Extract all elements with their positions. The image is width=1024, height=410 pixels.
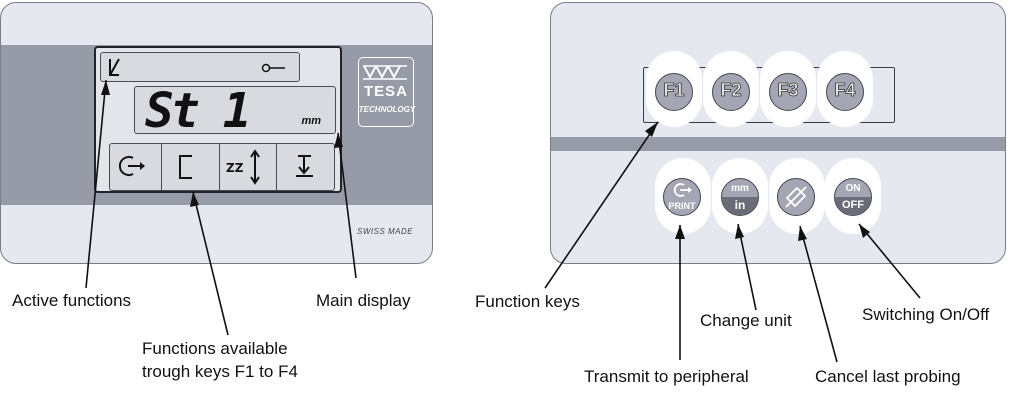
zz-arrow-icon: ZZ <box>226 149 260 185</box>
label-transmit: Transmit to peripheral <box>584 367 749 386</box>
unit-key-bottom: in <box>722 197 758 215</box>
f2-key[interactable]: F2 <box>712 73 750 111</box>
softkey-f3: ZZ <box>220 144 277 190</box>
lcd-display: St 1 mm ZZ <box>94 46 342 193</box>
tesa-logo: TESA TECHNOLOGY <box>358 57 415 127</box>
main-reading: St 1 <box>145 83 252 139</box>
leader-change-unit <box>737 223 757 311</box>
power-key-top: ON <box>835 179 871 197</box>
power-key-bottom: OFF <box>835 197 871 215</box>
active-function-icon <box>109 58 120 76</box>
leader-cancel <box>799 225 838 363</box>
softkey-f4 <box>277 144 334 190</box>
power-key[interactable]: ON OFF <box>834 178 872 216</box>
label-functions-available-1: Functions available <box>142 339 288 358</box>
key-icon <box>261 63 285 73</box>
cancel-probing-icon <box>785 186 807 208</box>
leader-function-keys <box>544 121 659 289</box>
zero-set-icon <box>296 155 313 177</box>
brand-name: TESA <box>363 83 408 100</box>
label-active-functions: Active functions <box>12 291 132 310</box>
brand-subtitle: TECHNOLOGY <box>358 105 416 114</box>
softkey-f2 <box>162 144 220 190</box>
arrow-functions-available <box>190 192 199 207</box>
arrow-cancel <box>798 226 807 241</box>
in-label: in <box>734 198 746 212</box>
display-unit-panel: St 1 mm ZZ <box>0 2 433 264</box>
arrow-switching <box>859 224 870 238</box>
status-bar <box>100 52 300 82</box>
arrow-function-keys <box>645 122 658 137</box>
label-change-unit: Change unit <box>700 311 792 330</box>
f4-label: F4 <box>834 80 856 101</box>
leader-main-display <box>337 132 357 279</box>
keypad-divider <box>551 137 1005 151</box>
f1-label: F1 <box>663 80 685 101</box>
label-function-keys: Function keys <box>475 292 580 311</box>
off-label: OFF <box>842 199 864 211</box>
transmit-icon <box>118 156 145 176</box>
softkey-bar: ZZ <box>109 143 335 191</box>
swiss-made-label: SWISS MADE <box>357 227 414 236</box>
label-switching: Switching On/Off <box>862 305 990 324</box>
mm-label: mm <box>731 183 749 194</box>
leader-active-functions <box>85 79 107 289</box>
arrow-transmit <box>675 225 685 239</box>
arrow-change-unit <box>735 224 744 239</box>
logo-mark <box>363 65 407 80</box>
softkey-f1 <box>110 144 162 190</box>
f2-label: F2 <box>720 80 742 101</box>
f1-key[interactable]: F1 <box>655 73 693 111</box>
unit-key[interactable]: mm in <box>721 178 759 216</box>
cancel-key[interactable] <box>777 178 815 216</box>
f3-label: F3 <box>777 80 799 101</box>
leader-functions-available <box>192 191 229 336</box>
print-key[interactable]: PRINT <box>663 178 701 216</box>
label-main-display: Main display <box>316 291 411 310</box>
transmit-icon <box>673 183 692 197</box>
on-label: ON <box>845 183 861 194</box>
label-functions-available-2: trough keys F1 to F4 <box>142 362 298 381</box>
main-display: St 1 mm <box>134 83 336 139</box>
f3-key[interactable]: F3 <box>769 73 807 111</box>
arrow-active-functions <box>101 80 110 95</box>
label-cancel: Cancel last probing <box>815 367 961 386</box>
arrow-main-display <box>334 133 343 148</box>
keypad-panel: F1 F2 F3 F4 PRINT mm in ON <box>550 2 1006 264</box>
bracket-icon <box>179 155 192 179</box>
leader-switching <box>858 223 921 299</box>
svg-text:ZZ: ZZ <box>226 161 244 175</box>
f4-key[interactable]: F4 <box>826 73 864 111</box>
print-label: PRINT <box>668 201 696 211</box>
unit-key-top: mm <box>722 179 758 197</box>
unit-indicator: mm <box>301 115 321 127</box>
